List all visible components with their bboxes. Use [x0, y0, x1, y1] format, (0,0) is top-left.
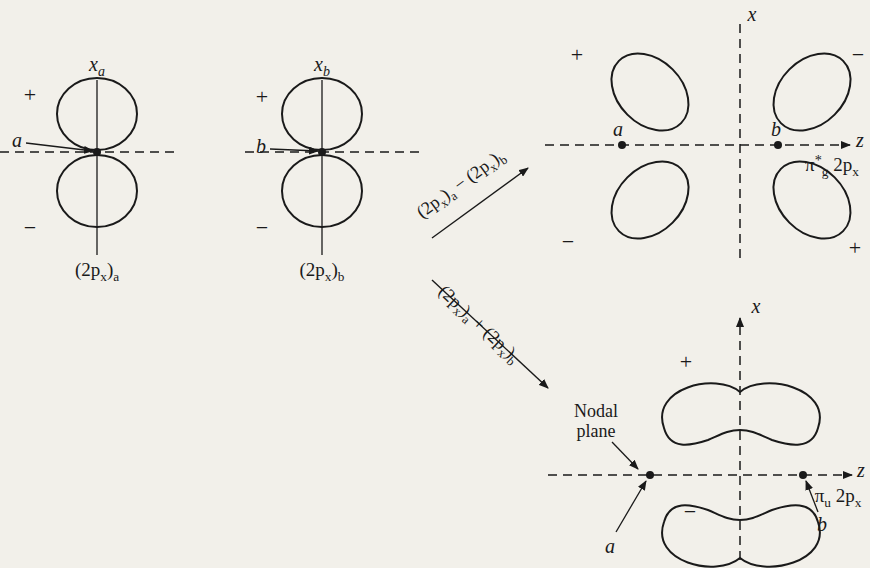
phase-sign: + — [24, 83, 36, 107]
axis-label: xa — [89, 53, 105, 79]
nodal-plane-label: Nodal plane — [566, 402, 626, 442]
nucleus-label: b — [771, 118, 781, 140]
combination-label: (2px)a + (2px)b — [432, 282, 524, 370]
axis-label: xb — [314, 53, 330, 79]
nucleus-label: a — [605, 535, 615, 557]
phase-sign: + — [256, 85, 268, 109]
nucleus-label: b — [817, 513, 827, 535]
phase-sign: + — [680, 350, 692, 374]
mo-label: π*g 2px — [805, 153, 859, 180]
phase-sign: − — [256, 216, 268, 240]
mo-label: πu 2px — [815, 486, 862, 510]
phase-sign: + — [571, 43, 583, 67]
orbital-label: (2px)a — [75, 260, 119, 284]
nucleus-label: a — [613, 118, 623, 140]
axis-label: x — [752, 295, 761, 317]
nucleus-label: b — [256, 135, 266, 157]
combination-label: (2px)a − (2px)b — [413, 146, 511, 226]
axis-label: z — [857, 459, 865, 481]
orbital-label: (2px)b — [300, 260, 345, 284]
axis-label: x — [748, 3, 757, 25]
phase-sign: − — [24, 216, 36, 240]
phase-sign: + — [849, 236, 861, 260]
phase-sign: − — [852, 43, 864, 67]
phase-sign: − — [684, 500, 696, 524]
axis-label: z — [856, 129, 864, 151]
phase-sign: − — [562, 230, 574, 254]
nucleus-label: a — [12, 129, 22, 151]
